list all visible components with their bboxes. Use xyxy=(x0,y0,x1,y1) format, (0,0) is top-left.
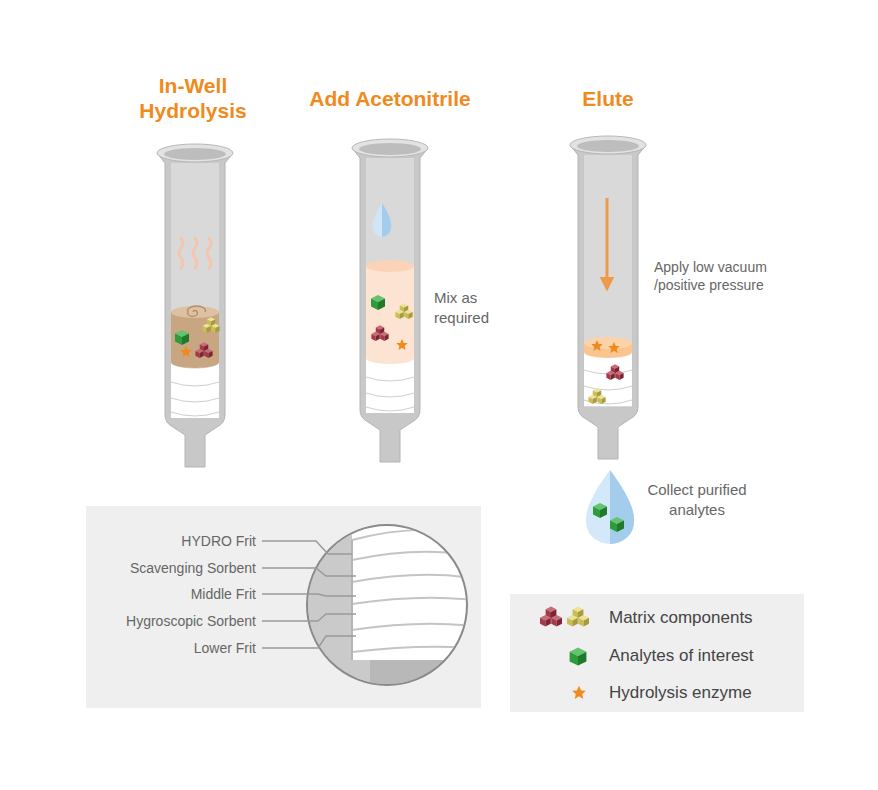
legend-text: Matrix components xyxy=(609,607,753,629)
part-label: Scavenging Sorbent xyxy=(86,559,256,577)
tube-hydrolysis xyxy=(157,144,233,467)
step-note: Mix as required xyxy=(434,288,512,328)
tube-elute xyxy=(570,136,646,459)
legend-text: Hydrolysis enzyme xyxy=(609,682,752,704)
legend-text: Analytes of interest xyxy=(609,645,754,667)
legend-panel xyxy=(510,594,804,712)
part-label: Hygroscopic Sorbent xyxy=(86,612,256,630)
step-note: Collect purified analytes xyxy=(635,480,759,520)
part-label: Lower Frit xyxy=(86,639,256,657)
part-label: HYDRO Frit xyxy=(86,532,256,550)
tube-acetonitrile xyxy=(352,139,428,462)
step-note: Apply low vacuum /positive pressure xyxy=(654,258,794,294)
step-title: In-Well Hydrolysis xyxy=(118,73,268,123)
part-label: Middle Frit xyxy=(86,585,256,603)
step-title: Elute xyxy=(548,86,668,111)
inset-panel xyxy=(86,506,481,708)
step-title: Add Acetonitrile xyxy=(270,86,510,111)
eluate-drop xyxy=(586,470,634,544)
